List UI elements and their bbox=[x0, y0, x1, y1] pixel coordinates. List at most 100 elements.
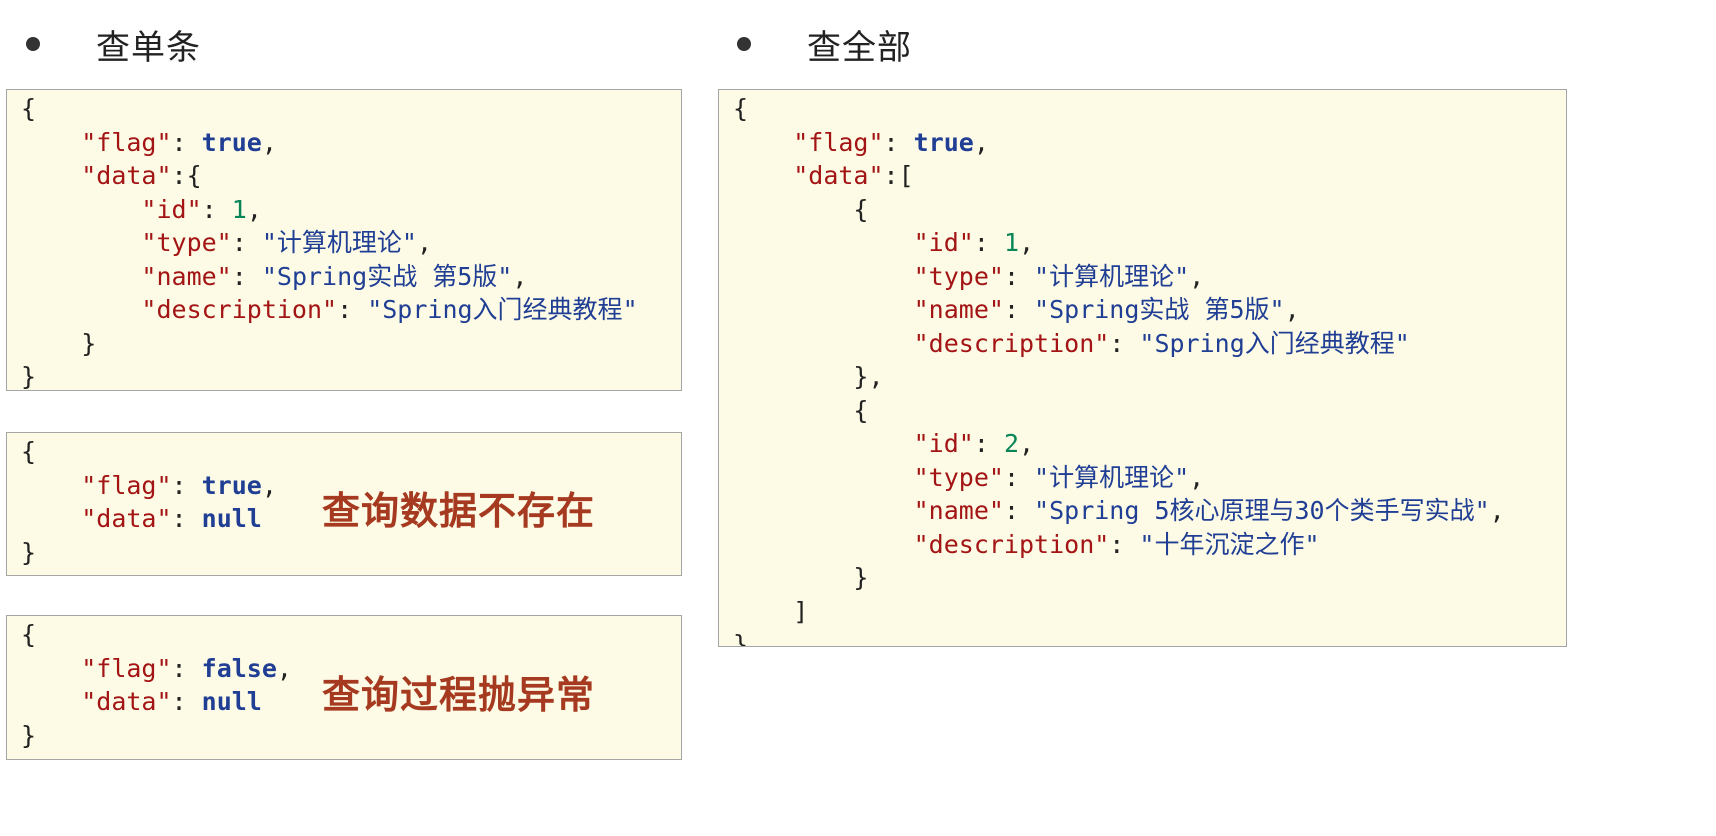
json-punctuation: , bbox=[1284, 295, 1300, 324]
json-punctuation: : bbox=[1109, 328, 1140, 358]
code-line: "flag": true, bbox=[21, 471, 277, 500]
code-line: { bbox=[21, 620, 36, 649]
json-punctuation bbox=[733, 329, 914, 358]
json-punctuation: , bbox=[1489, 496, 1505, 525]
code-line: { bbox=[733, 94, 748, 123]
json-key: "name" bbox=[913, 295, 1004, 324]
code-line: "description": "Spring入门经典教程" bbox=[733, 329, 1410, 358]
json-punctuation: { bbox=[733, 194, 869, 224]
code-line: "description": "十年沉淀之作" bbox=[733, 530, 1320, 559]
json-punctuation: : bbox=[171, 127, 202, 157]
json-single-success: { "flag": true, "data":{ "id": 1, "type"… bbox=[6, 89, 682, 391]
json-key: "description" bbox=[913, 328, 1110, 358]
json-punctuation: : bbox=[231, 228, 262, 257]
json-key: "flag" bbox=[793, 127, 884, 157]
note-exception: 查询过程抛异常 bbox=[322, 673, 596, 717]
json-punctuation bbox=[21, 128, 81, 157]
code-line: { bbox=[733, 396, 868, 425]
json-single-exception: { "flag": false, "data": null } bbox=[6, 615, 682, 760]
json-punctuation: { bbox=[21, 94, 37, 123]
json-punctuation: , bbox=[276, 653, 292, 683]
code-line: } bbox=[21, 721, 36, 750]
json-punctuation: : bbox=[973, 228, 1004, 257]
code-line: "data": null bbox=[21, 504, 262, 533]
json-keyword: true bbox=[201, 470, 262, 500]
json-string: "Spring 5核心原理与30个类手写实战" bbox=[1034, 496, 1490, 525]
code-line: { bbox=[21, 437, 36, 466]
json-key: "data" bbox=[81, 504, 172, 533]
code-line: "flag": true, bbox=[733, 128, 989, 157]
json-punctuation: , bbox=[512, 261, 528, 291]
code-line: "flag": false, bbox=[21, 654, 292, 683]
json-keyword: true bbox=[913, 127, 974, 157]
json-punctuation bbox=[21, 504, 81, 533]
json-punctuation: : bbox=[1003, 261, 1035, 291]
json-punctuation: : bbox=[171, 504, 202, 533]
json-string: "计算机理论" bbox=[261, 228, 417, 257]
code-line: "id": 1, bbox=[21, 194, 261, 224]
json-key: "flag" bbox=[81, 470, 172, 500]
json-punctuation: : bbox=[1003, 496, 1035, 525]
json-key: "id" bbox=[913, 429, 974, 458]
code-line: { bbox=[733, 195, 868, 224]
bullet-icon bbox=[26, 37, 40, 51]
json-keyword: true bbox=[201, 127, 262, 157]
json-string: "Spring入门经典教程" bbox=[367, 295, 638, 324]
json-punctuation bbox=[21, 262, 141, 291]
json-number: 1 bbox=[231, 194, 247, 224]
json-all-success: { "flag": true, "data":[ { "id": 1, "typ… bbox=[718, 89, 1567, 647]
json-punctuation bbox=[733, 429, 914, 458]
code-line: } bbox=[733, 563, 868, 592]
json-punctuation: : bbox=[1003, 295, 1035, 324]
json-punctuation: , bbox=[1189, 261, 1205, 291]
json-string: "计算机理论" bbox=[1034, 261, 1190, 291]
json-key: "id" bbox=[913, 228, 974, 257]
json-punctuation: : bbox=[973, 429, 1004, 458]
json-key: "data" bbox=[81, 687, 172, 716]
json-key: "description" bbox=[141, 295, 338, 324]
json-punctuation bbox=[733, 262, 914, 291]
section-heading-single: 查单条 bbox=[26, 20, 201, 68]
json-string: "计算机理论" bbox=[1034, 462, 1190, 492]
json-number: 2 bbox=[1003, 429, 1020, 458]
json-key: "type" bbox=[913, 261, 1004, 291]
json-key: "name" bbox=[141, 261, 232, 291]
code-line: } bbox=[733, 630, 748, 646]
json-punctuation: :{ bbox=[171, 161, 202, 190]
code-line: "data":[ bbox=[733, 161, 914, 190]
json-punctuation: : bbox=[201, 194, 232, 224]
json-punctuation: { bbox=[733, 94, 749, 123]
json-punctuation: }, bbox=[733, 362, 884, 391]
json-punctuation: , bbox=[261, 470, 277, 500]
json-keyword: null bbox=[201, 687, 262, 716]
json-single-not-found: { "flag": true, "data": null } bbox=[6, 432, 682, 576]
code-line: "type": "计算机理论", bbox=[21, 228, 432, 257]
section-heading-all: 查全部 bbox=[737, 20, 912, 68]
json-string: "Spring实战 第5版" bbox=[261, 261, 513, 291]
code-line: "name": "Spring实战 第5版", bbox=[733, 295, 1300, 324]
json-key: "type" bbox=[913, 462, 1004, 492]
json-punctuation: :[ bbox=[883, 161, 914, 190]
json-punctuation bbox=[21, 687, 81, 716]
json-punctuation: : bbox=[171, 470, 202, 500]
json-punctuation: } bbox=[21, 328, 97, 358]
code-line: "id": 1, bbox=[733, 228, 1034, 257]
code-line: } bbox=[21, 329, 96, 358]
json-punctuation bbox=[21, 161, 81, 190]
json-punctuation bbox=[733, 496, 914, 525]
json-punctuation: , bbox=[1189, 462, 1205, 492]
code-line: "type": "计算机理论", bbox=[733, 462, 1205, 492]
code-line: "name": "Spring实战 第5版", bbox=[21, 262, 527, 291]
json-string: "Spring入门经典教程" bbox=[1139, 328, 1410, 358]
code-line: ] bbox=[733, 597, 808, 626]
json-key: "flag" bbox=[81, 127, 172, 157]
json-punctuation: : bbox=[1109, 529, 1140, 559]
json-punctuation: , bbox=[1019, 429, 1035, 458]
json-key: "name" bbox=[913, 496, 1004, 525]
json-punctuation: : bbox=[231, 261, 262, 291]
section-title-single: 查单条 bbox=[96, 27, 201, 68]
json-punctuation: , bbox=[416, 228, 433, 257]
json-punctuation bbox=[733, 530, 914, 559]
json-key: "type" bbox=[141, 228, 232, 257]
code-line: { bbox=[21, 94, 36, 123]
